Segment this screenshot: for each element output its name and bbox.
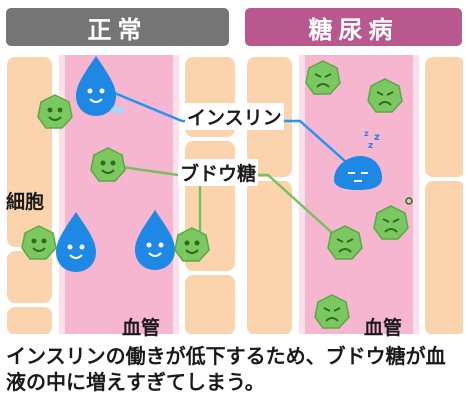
blood-vessel <box>59 55 179 334</box>
vessel-label-normal: 血管 <box>122 317 161 339</box>
cell-block <box>7 57 52 247</box>
cell-block <box>7 251 52 303</box>
cell-label: 細胞 <box>6 191 45 213</box>
cell-block <box>425 181 463 334</box>
insulin-label: インスリン <box>185 103 284 130</box>
glucose-label: ブドウ糖 <box>178 159 259 186</box>
caption: インスリンの働きが低下するため、ブドウ糖が血液の中に増えすぎてしまう。 <box>6 344 446 394</box>
vessel-label-diabetes: 血管 <box>364 317 403 339</box>
header-diabetes: 糖尿病 <box>245 8 462 46</box>
cell-block <box>247 181 292 334</box>
header-normal: 正常 <box>6 8 229 46</box>
cell-block <box>7 307 52 334</box>
panel-diabetes <box>242 52 466 337</box>
blood-vessel <box>299 55 419 334</box>
cell-block <box>185 275 235 334</box>
cell-block <box>425 57 463 177</box>
